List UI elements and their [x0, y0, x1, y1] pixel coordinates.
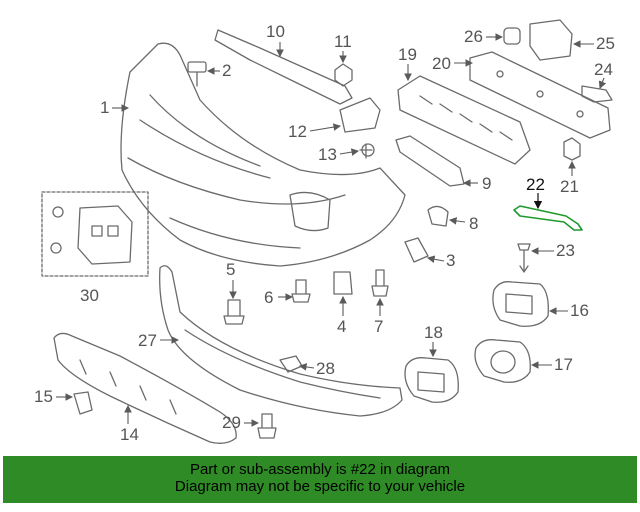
part-12-bracket: [339, 97, 381, 133]
part-26-cap: [503, 27, 521, 45]
svg-text:10: 10: [266, 22, 285, 41]
svg-text:18: 18: [424, 323, 443, 342]
svg-text:24: 24: [594, 60, 613, 79]
callout-28: 28: [298, 359, 335, 378]
svg-text:7: 7: [374, 317, 383, 336]
callout-17: 17: [530, 355, 573, 374]
svg-text:2: 2: [222, 61, 231, 80]
callout-8: 8: [448, 214, 478, 233]
callout-18: 18: [424, 323, 443, 358]
callout-25: 25: [572, 34, 615, 53]
svg-text:17: 17: [554, 355, 573, 374]
part-17-bezel: [474, 339, 531, 383]
part-22-bracket: [513, 205, 583, 231]
svg-text:23: 23: [556, 241, 575, 260]
callout-27: 27: [138, 331, 180, 350]
part-1-bumper-cover: [120, 42, 406, 267]
svg-text:5: 5: [226, 260, 235, 279]
part-15-clip: [73, 391, 93, 415]
part-23-clip: [517, 243, 531, 273]
part-29-bolt: [257, 413, 277, 439]
svg-text:14: 14: [120, 425, 139, 444]
part-4-clip: [333, 271, 353, 295]
callout-4: 4: [337, 295, 347, 336]
svg-text:8: 8: [469, 214, 478, 233]
callout-24: 24: [594, 60, 613, 90]
callout-10: 10: [266, 22, 285, 58]
callout-19: 19: [398, 45, 417, 82]
banner-line-2: Diagram may not be specific to your vehi…: [174, 478, 466, 495]
callout-21: 21: [560, 160, 579, 196]
svg-text:12: 12: [288, 122, 307, 141]
callout-14: 14: [120, 404, 139, 444]
callout-5: 5: [226, 260, 237, 300]
svg-text:20: 20: [432, 54, 451, 73]
svg-text:27: 27: [138, 331, 157, 350]
svg-text:15: 15: [34, 387, 53, 406]
callout-7: 7: [374, 297, 384, 336]
callout-23: 23: [530, 241, 575, 260]
callout-30: 30: [80, 286, 99, 305]
svg-text:19: 19: [398, 45, 417, 64]
svg-text:13: 13: [318, 145, 337, 164]
callout-9: 9: [462, 174, 491, 193]
part-20-reinforcement: [469, 51, 611, 139]
part-19-absorber: [397, 75, 531, 165]
part-11-nut: [334, 63, 353, 87]
part-27-lower-cover: [159, 265, 403, 417]
part-2-clip: [187, 61, 207, 87]
part-5-bolt: [223, 299, 245, 325]
svg-text:9: 9: [482, 174, 491, 193]
info-banner: Part or sub-assembly is #22 in diagram D…: [3, 456, 637, 503]
callout-13: 13: [318, 145, 360, 164]
part-21-nut: [563, 137, 581, 161]
part-9-bracket: [395, 135, 465, 187]
svg-text:3: 3: [446, 251, 455, 270]
callout-1: 1: [100, 98, 130, 117]
svg-text:1: 1: [100, 98, 109, 117]
callout-22: 22: [526, 175, 545, 210]
part-14-skid-plate: [53, 332, 237, 444]
callout-2: 2: [206, 61, 231, 80]
callout-20: 20: [432, 54, 474, 73]
part-30-license-bracket-kit: [41, 191, 149, 277]
callout-26: 26: [464, 27, 504, 46]
part-25-sensor: [529, 19, 573, 61]
svg-text:30: 30: [80, 286, 99, 305]
svg-text:28: 28: [316, 359, 335, 378]
svg-text:22: 22: [526, 175, 545, 194]
callout-12: 12: [288, 122, 342, 141]
callout-16: 16: [548, 301, 589, 320]
part-16-garnish: [492, 281, 549, 327]
callout-15: 15: [34, 387, 74, 406]
part-24-bracket: [581, 85, 613, 103]
callout-29: 29: [222, 413, 260, 432]
svg-text:11: 11: [334, 32, 352, 51]
callout-6: 6: [264, 288, 294, 307]
svg-text:26: 26: [464, 27, 483, 46]
svg-text:21: 21: [560, 177, 579, 196]
part-10-upper-reinforcement: [214, 29, 353, 105]
svg-text:25: 25: [596, 34, 615, 53]
part-7-bolt: [371, 269, 389, 297]
part-13-bolt: [359, 143, 375, 159]
part-28-clip: [279, 355, 303, 373]
callout-3: 3: [426, 251, 455, 270]
svg-text:16: 16: [570, 301, 589, 320]
parts-diagram: 1 2 3 4 5 6 7 8 9 10 11 12: [34, 19, 615, 444]
part-18-bezel: [404, 357, 459, 403]
part-8-clip: [427, 205, 449, 227]
part-3-clip: [404, 237, 429, 263]
callout-11: 11: [334, 32, 352, 64]
part-6-bolt: [291, 279, 311, 303]
svg-text:29: 29: [222, 413, 241, 432]
svg-text:6: 6: [264, 288, 273, 307]
svg-text:4: 4: [337, 317, 346, 336]
banner-line-1: Part or sub-assembly is #22 in diagram: [189, 461, 451, 478]
